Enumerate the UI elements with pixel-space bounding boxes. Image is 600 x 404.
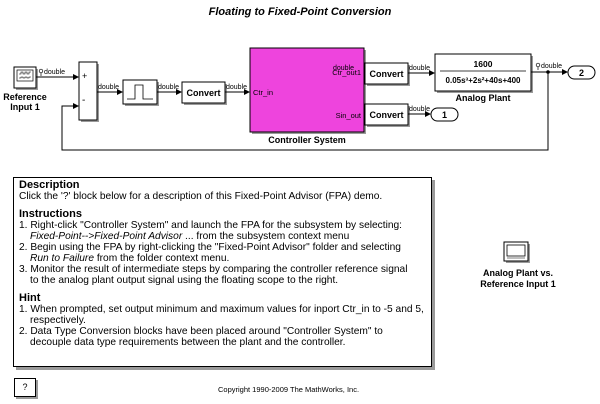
description-heading: Description xyxy=(19,179,80,191)
copyright-text: Copyright 1990-2009 The MathWorks, Inc. xyxy=(218,385,360,394)
hint-2: 2. Data Type Conversion blocks have been… xyxy=(19,326,383,337)
sum-plus-sign: + xyxy=(82,71,87,81)
analog-plant-block[interactable]: 1600 0.05s³+2s²+40s+400 xyxy=(434,53,532,92)
hint-1-detail: respectively. xyxy=(30,315,86,326)
diagram-title: Floating to Fixed-Point Conversion xyxy=(208,6,392,18)
scope-label: Analog Plant vs. Reference Input 1 xyxy=(463,268,573,290)
sum-minus-sign: - xyxy=(82,95,85,106)
svg-text:double: double xyxy=(158,84,179,91)
test-point-icons xyxy=(38,62,541,76)
outport-2[interactable]: 2 xyxy=(567,65,596,80)
controller-out-port2: Sin_out xyxy=(336,111,362,120)
description-panel: Description Click the '?' block below fo… xyxy=(13,177,432,367)
reference-input-block[interactable] xyxy=(13,66,37,89)
instruction-1: 1. Right-click "Controller System" and l… xyxy=(19,220,403,231)
help-button[interactable]: ? xyxy=(14,378,36,397)
controller-system-block[interactable]: Ctr_in Ctr_out1 Sin_out xyxy=(249,47,365,133)
convert-block-output2[interactable]: Convert xyxy=(364,103,409,126)
instructions-heading: Instructions xyxy=(19,208,82,220)
analog-plant-label: Analog Plant xyxy=(455,93,510,103)
scope-label-line2: Reference Input 1 xyxy=(480,279,556,289)
floating-scope-block[interactable] xyxy=(503,241,533,265)
svg-text:double: double xyxy=(409,65,430,72)
pulse-block[interactable] xyxy=(122,79,158,105)
outport-1[interactable]: 1 xyxy=(430,107,459,122)
controller-out-port1: Ctr_out1 xyxy=(332,68,361,77)
hint-2-detail: decouple data type requirements between … xyxy=(30,337,346,348)
sum-block[interactable]: + - xyxy=(78,61,98,121)
svg-text:double: double xyxy=(98,84,119,91)
scope-label-line1: Analog Plant vs. xyxy=(482,268,553,278)
controller-system-label: Controller System xyxy=(268,135,346,145)
instruction-2: 2. Begin using the FPA by right-clicking… xyxy=(19,242,401,253)
signal-type-labels: double double double double double doubl… xyxy=(44,63,562,113)
reference-input-label-line1: Reference xyxy=(3,92,47,102)
description-text: Click the '?' block below for a descript… xyxy=(19,191,383,202)
convert-label: Convert xyxy=(369,69,403,79)
svg-text:double: double xyxy=(333,65,354,72)
svg-text:double: double xyxy=(226,84,247,91)
hint-heading: Hint xyxy=(19,292,41,304)
svg-text:1: 1 xyxy=(442,110,447,120)
controller-in-port: Ctr_in xyxy=(253,88,273,97)
reference-input-label-line2: Input 1 xyxy=(10,102,40,112)
convert-block-output1[interactable]: Convert xyxy=(364,62,409,85)
convert-label: Convert xyxy=(186,88,220,98)
svg-text:2: 2 xyxy=(579,68,584,78)
svg-text:double: double xyxy=(44,69,65,76)
convert-label: Convert xyxy=(369,110,403,120)
plant-denominator: 0.05s³+2s²+40s+400 xyxy=(446,76,522,85)
block-diagram: Reference Input 1 + - Convert Ctr_in Ctr… xyxy=(3,47,596,151)
plant-numerator: 1600 xyxy=(474,59,493,69)
instruction-3: 3. Monitor the result of intermediate st… xyxy=(19,264,408,275)
instruction-1-detail: Fixed-Point-->Fixed-Point Advisor ... fr… xyxy=(30,231,350,242)
instruction-3-detail: to the analog plant output signal using … xyxy=(30,275,339,286)
svg-text:double: double xyxy=(541,63,562,70)
instruction-2-detail: Run to Failure from the folder context m… xyxy=(30,253,230,264)
hint-1: 1. When prompted, set output minimum and… xyxy=(19,304,424,315)
convert-block-input[interactable]: Convert xyxy=(181,81,226,104)
svg-text:double: double xyxy=(409,106,430,113)
